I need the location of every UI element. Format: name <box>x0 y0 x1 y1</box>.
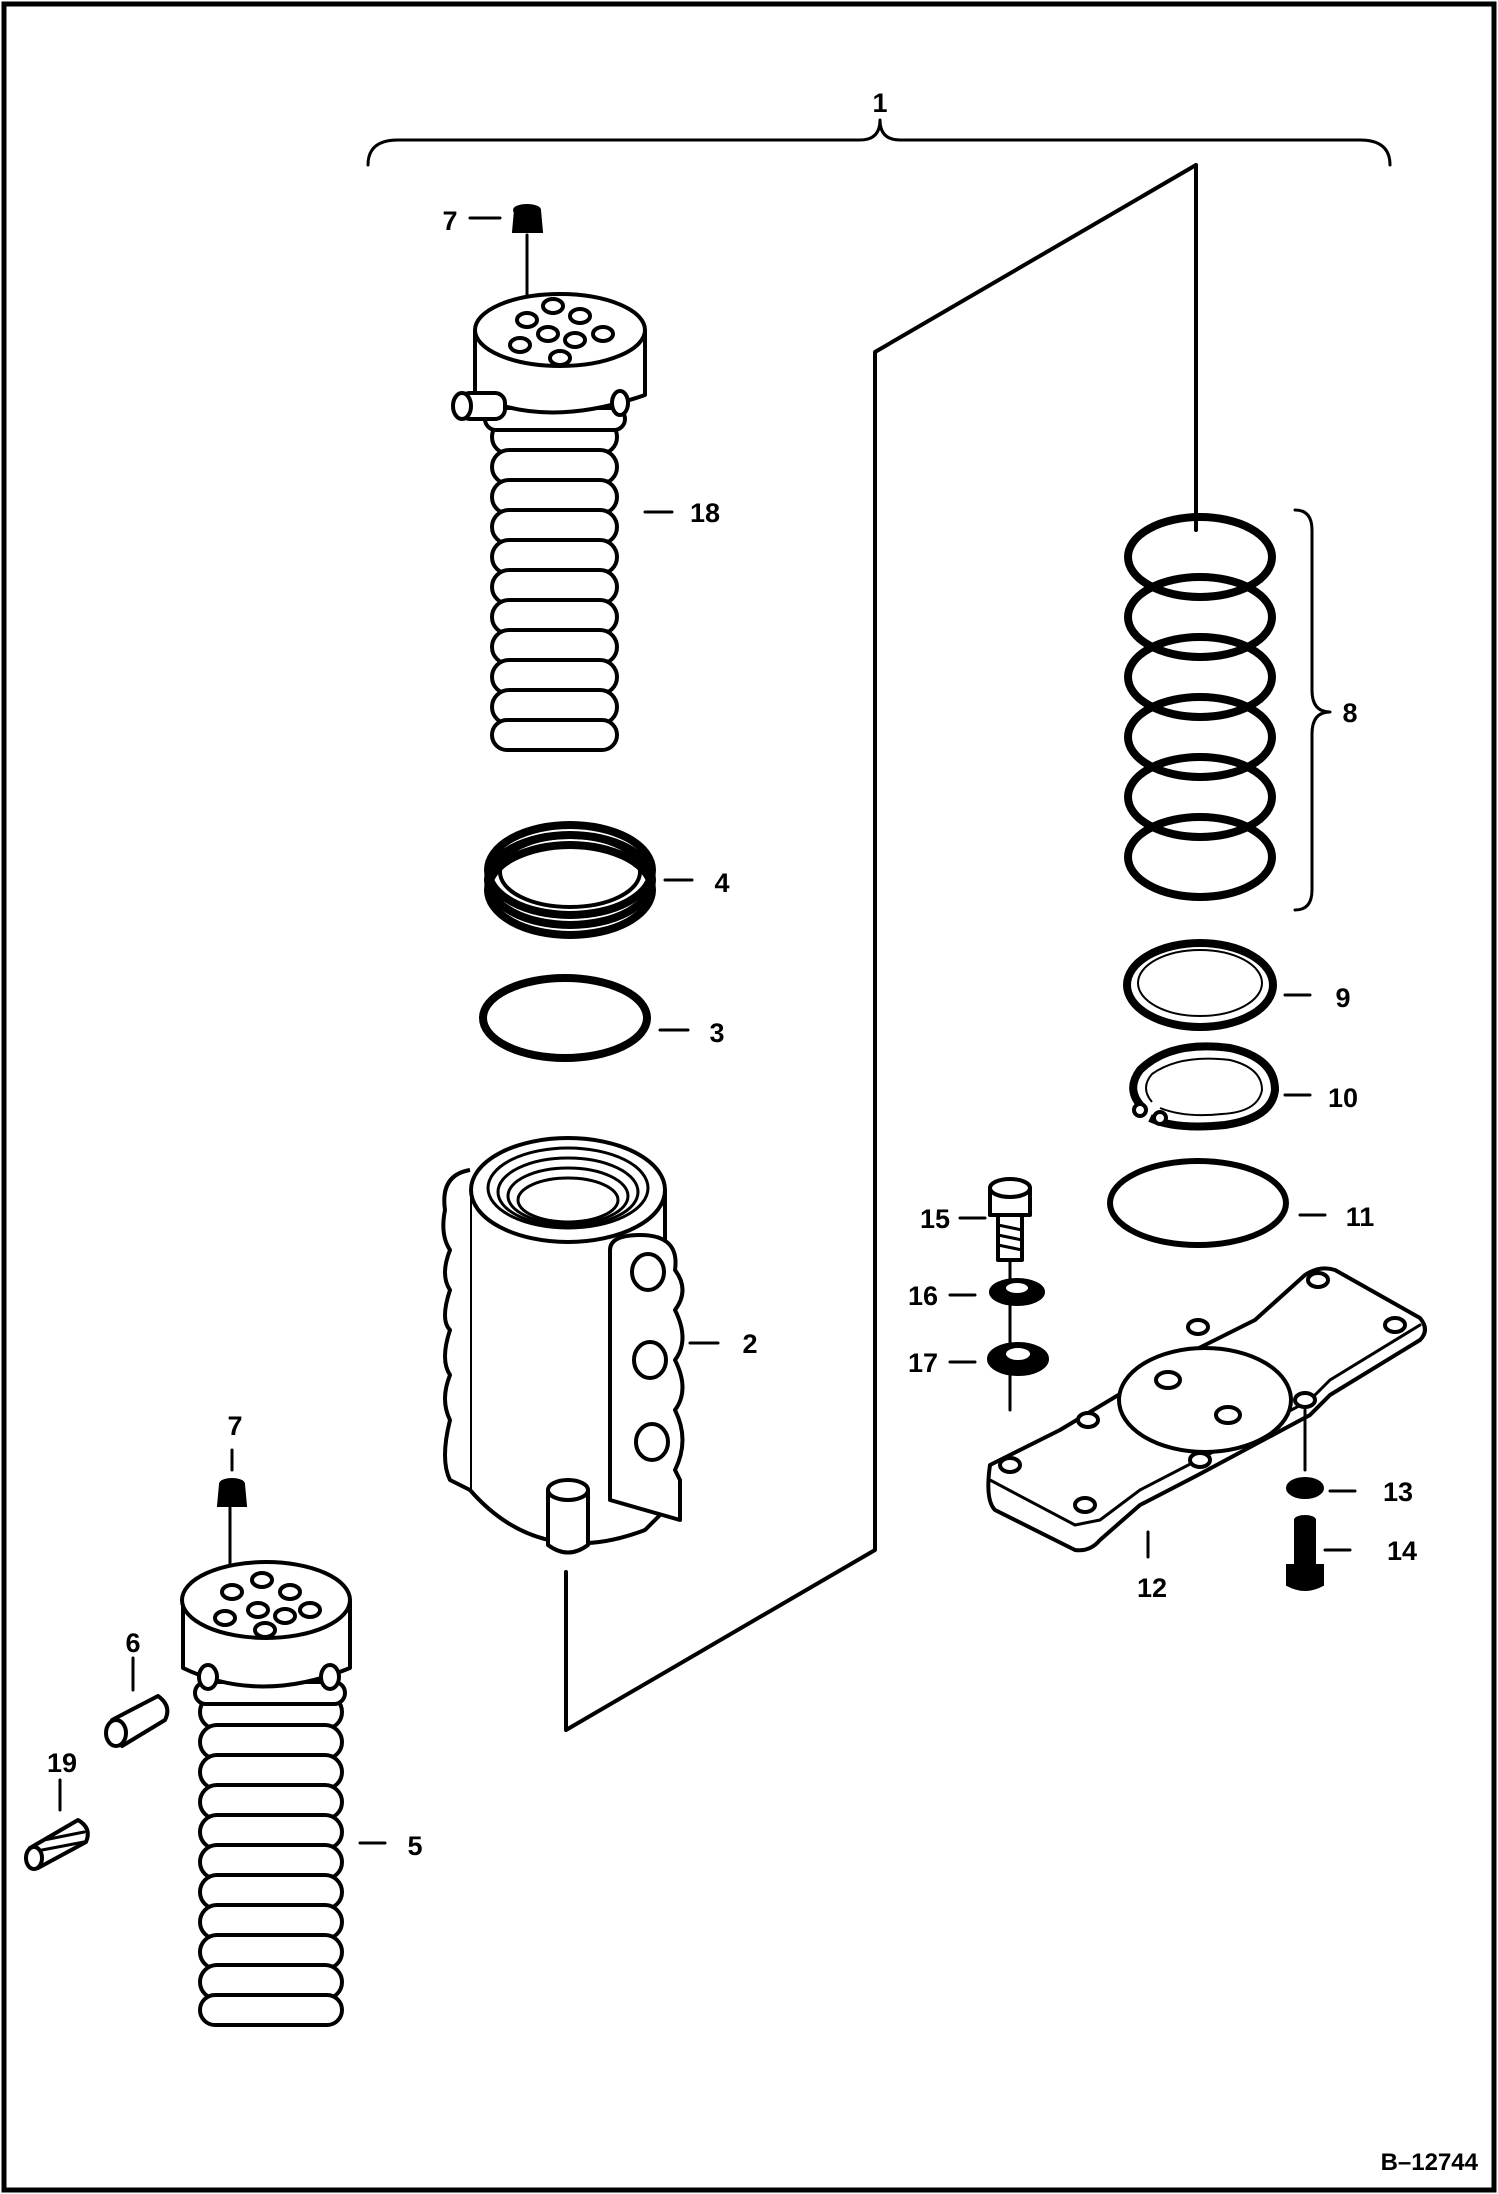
rotor-upper-holes <box>508 297 615 367</box>
washer-16 <box>989 1278 1045 1306</box>
callout-10: 10 <box>1328 1083 1358 1113</box>
callout-6: 6 <box>125 1628 140 1658</box>
cover-plate-holes <box>998 1271 1407 1514</box>
rotor-lower <box>180 1506 352 2027</box>
callout-1: 1 <box>872 88 887 118</box>
o-ring-3 <box>479 974 651 1062</box>
cap-screw-14 <box>1286 1515 1324 1591</box>
snap-ring-10 <box>1129 1042 1280 1131</box>
callout-3: 3 <box>709 1018 724 1048</box>
brace-8 <box>1293 508 1332 912</box>
rotor-lower-holes <box>213 1571 322 1639</box>
rotor-upper-rings <box>490 418 619 752</box>
callout-14: 14 <box>1387 1536 1417 1566</box>
callout-16: 16 <box>908 1281 938 1311</box>
callout-13: 13 <box>1383 1477 1413 1507</box>
seal-ring <box>484 821 656 939</box>
callout-7-upper: 7 <box>442 206 457 236</box>
washer-17 <box>987 1342 1049 1376</box>
callout-17: 17 <box>908 1348 938 1378</box>
plug-lower <box>216 1478 248 1507</box>
o-ring-11 <box>1107 1158 1289 1248</box>
rotor-upper <box>451 233 647 752</box>
assembly-bracket <box>366 118 1392 167</box>
leader-lines <box>230 216 1357 1845</box>
swivel-housing <box>441 1136 685 1555</box>
cover-plate-12 <box>986 1266 1427 1553</box>
callout-4: 4 <box>714 868 729 898</box>
pin-6 <box>104 1656 170 1748</box>
callout-15: 15 <box>920 1204 950 1234</box>
callout-9: 9 <box>1335 983 1350 1013</box>
callout-11: 11 <box>1346 1202 1375 1232</box>
seal-stack-8 <box>1124 513 1276 901</box>
callout-2: 2 <box>742 1329 757 1359</box>
callout-5: 5 <box>407 1831 422 1861</box>
callout-18: 18 <box>690 498 720 528</box>
backup-ring-9 <box>1123 939 1277 1031</box>
lock-washer-13 <box>1286 1408 1324 1499</box>
roll-pin-19 <box>24 1778 90 1871</box>
bolt-15 <box>988 1177 1032 1262</box>
assembly-outline-line <box>564 163 1198 1732</box>
plug-upper <box>511 204 544 233</box>
callout-12: 12 <box>1137 1573 1167 1603</box>
backup-ring-9-inner <box>1137 949 1263 1017</box>
rotor-lower-rings <box>198 1693 344 2027</box>
callout-19: 19 <box>47 1748 77 1778</box>
callout-7-lower: 7 <box>227 1411 242 1441</box>
figure-id: B–12744 <box>1381 2149 1479 2176</box>
callout-8: 8 <box>1342 698 1357 728</box>
